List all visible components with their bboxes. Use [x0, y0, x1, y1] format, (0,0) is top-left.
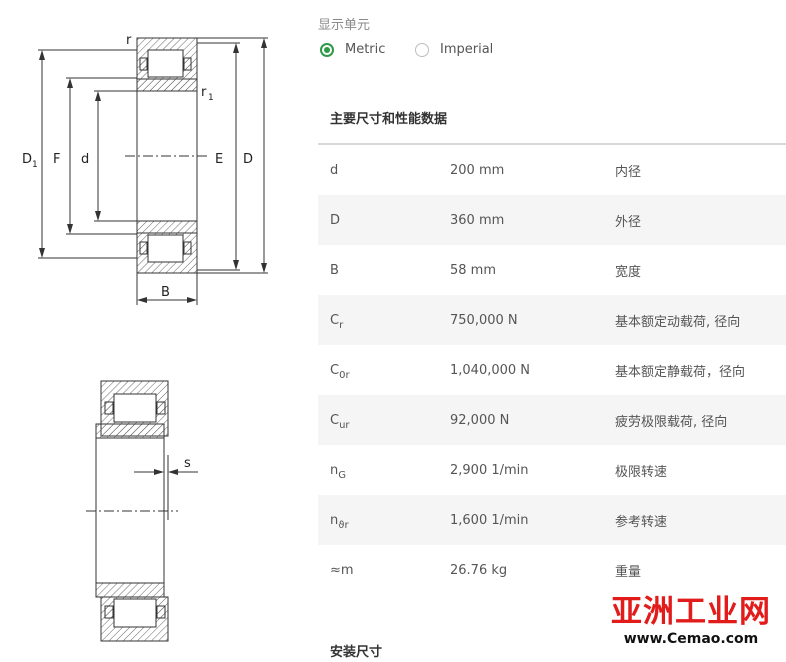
row-value: 2,900 1/min	[450, 462, 529, 478]
table-row: d 200 mm 内径	[318, 145, 786, 195]
svg-text:1: 1	[208, 93, 214, 103]
radio-imperial-label: Imperial	[440, 42, 494, 57]
bearing-drawing: r r 1 D 1 F d E D B s	[22, 33, 268, 642]
inner-ring-bottom	[136, 220, 198, 234]
label-D: D	[243, 152, 253, 167]
row-symbol: B	[330, 262, 339, 278]
row-value: 1,040,000 N	[450, 362, 531, 378]
row-description: 基本额定静载荷，径向	[615, 364, 746, 380]
units-title: 显示单元	[318, 18, 371, 33]
dimensions-table: d 200 mm 内径 D 360 mm 外径 B 58 mm 宽度 Cr 750,000 N 基本额…	[318, 145, 786, 595]
label-E: E	[215, 152, 223, 167]
table-row: ≈m 26.76 kg 重量	[318, 545, 786, 595]
label-B: B	[161, 285, 170, 300]
svg-text:1: 1	[32, 160, 38, 170]
row-value: 750,000 N	[450, 312, 518, 328]
label-d: d	[81, 152, 89, 167]
roller-top	[147, 49, 184, 78]
radio-unchecked-icon[interactable]	[415, 42, 429, 57]
radio-checked-icon[interactable]	[320, 42, 334, 57]
row-description: 内径	[615, 164, 642, 180]
row-value: 1,600 1/min	[450, 512, 529, 528]
section-title-mounting: 安装尺寸	[330, 645, 383, 660]
watermark: 亚洲工业网 www.Cemao.com	[596, 594, 786, 648]
section-title-main: 主要尺寸和性能数据	[330, 112, 448, 127]
row-value: 360 mm	[450, 212, 505, 228]
table-row: nϑr 1,600 1/min 参考转速	[318, 495, 786, 545]
row-symbol: C0r	[330, 362, 350, 381]
table-row: nG 2,900 1/min 极限转速	[318, 445, 786, 495]
radio-metric[interactable]: Metric	[320, 42, 385, 57]
inner-ring-top	[136, 78, 198, 92]
row-symbol: Cur	[330, 412, 350, 431]
row-description: 极限转速	[615, 464, 668, 480]
table-row: B 58 mm 宽度	[318, 245, 786, 295]
label-r: r	[126, 33, 132, 48]
section-divider	[318, 143, 786, 145]
row-description: 重量	[615, 564, 642, 580]
row-description: 参考转速	[615, 514, 668, 530]
table-row: C0r 1,040,000 N 基本额定静载荷，径向	[318, 345, 786, 395]
label-r1: r	[201, 85, 207, 100]
row-symbol: Cr	[330, 312, 344, 331]
row-value: 58 mm	[450, 262, 497, 278]
row-symbol: nG	[330, 462, 346, 481]
row-description: 基本额定动载荷, 径向	[615, 314, 741, 330]
watermark-url: www.Cemao.com	[623, 631, 759, 647]
row-symbol: ≈m	[330, 562, 354, 578]
label-s: s	[184, 456, 191, 471]
row-description: 外径	[615, 214, 642, 230]
watermark-title: 亚洲工业网	[611, 594, 771, 630]
row-value: 92,000 N	[450, 412, 510, 428]
table-row: Cur 92,000 N 疲劳极限载荷, 径向	[318, 395, 786, 445]
row-value: 200 mm	[450, 162, 505, 178]
table-row: D 360 mm 外径	[318, 195, 786, 245]
row-value: 26.76 kg	[450, 562, 508, 578]
label-F: F	[53, 152, 60, 167]
row-description: 宽度	[615, 264, 642, 280]
table-row: Cr 750,000 N 基本额定动载荷, 径向	[318, 295, 786, 345]
row-symbol: d	[330, 162, 339, 178]
label-D1: D	[22, 152, 32, 167]
radio-imperial[interactable]: Imperial	[415, 42, 493, 57]
row-symbol: nϑr	[330, 512, 349, 531]
radio-metric-label: Metric	[345, 42, 386, 57]
row-description: 疲劳极限载荷, 径向	[615, 414, 728, 430]
roller-bottom	[147, 234, 184, 263]
row-symbol: D	[330, 212, 341, 228]
